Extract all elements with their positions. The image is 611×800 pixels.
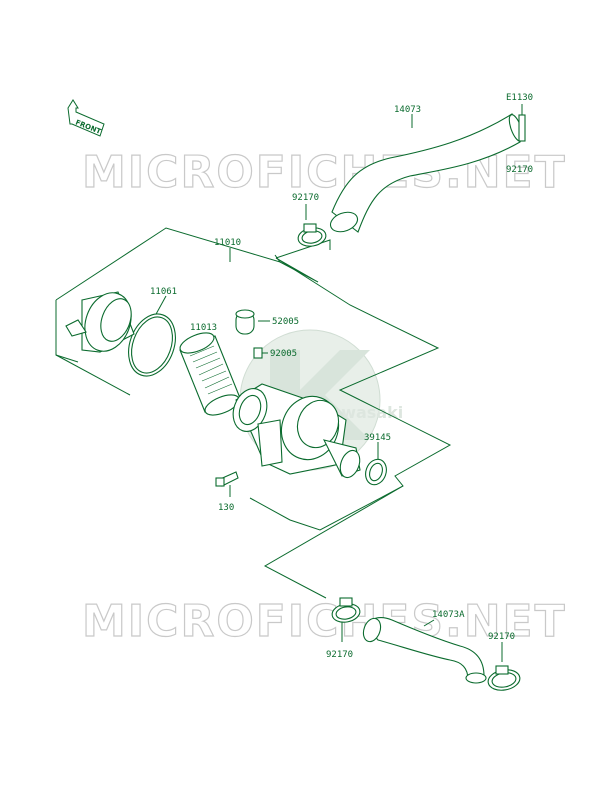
label-52005: 52005 (272, 317, 299, 327)
label-11013: 11013 (190, 323, 217, 333)
watermark-bottom: MICROFICHES.NET (82, 596, 567, 647)
label-11010: 11010 (214, 238, 241, 248)
label-92170-bottom-left: 92170 (326, 650, 353, 660)
label-92170-top-right: 92170 (506, 165, 533, 175)
label-92005: 92005 (270, 349, 297, 359)
part-ring-seal (128, 313, 176, 377)
part-fitting (253, 347, 263, 359)
part-e1130-rod (518, 114, 526, 142)
front-direction-icon: FRONT (67, 99, 105, 137)
part-air-cleaner-housing (232, 383, 361, 479)
part-lower-hose (362, 617, 487, 684)
part-clamp-top (297, 223, 327, 247)
part-clamp-bottom-right (487, 665, 521, 691)
label-92170-bottom-right: 92170 (488, 632, 515, 642)
part-bolt (215, 471, 239, 487)
label-92170-top: 92170 (292, 193, 319, 203)
part-filter-element (179, 332, 241, 416)
label-130: 130 (218, 503, 234, 513)
part-cap (235, 309, 255, 335)
leader-lines (55, 104, 523, 662)
label-14073: 14073 (394, 105, 421, 115)
label-39145: 39145 (364, 433, 391, 443)
part-air-cleaner-cover (65, 291, 135, 353)
part-clamp-bottom-left (331, 597, 361, 623)
label-e1130: E1130 (506, 93, 533, 103)
label-11061: 11061 (150, 287, 177, 297)
label-14073a: 14073A (432, 610, 465, 620)
part-band (365, 458, 387, 486)
